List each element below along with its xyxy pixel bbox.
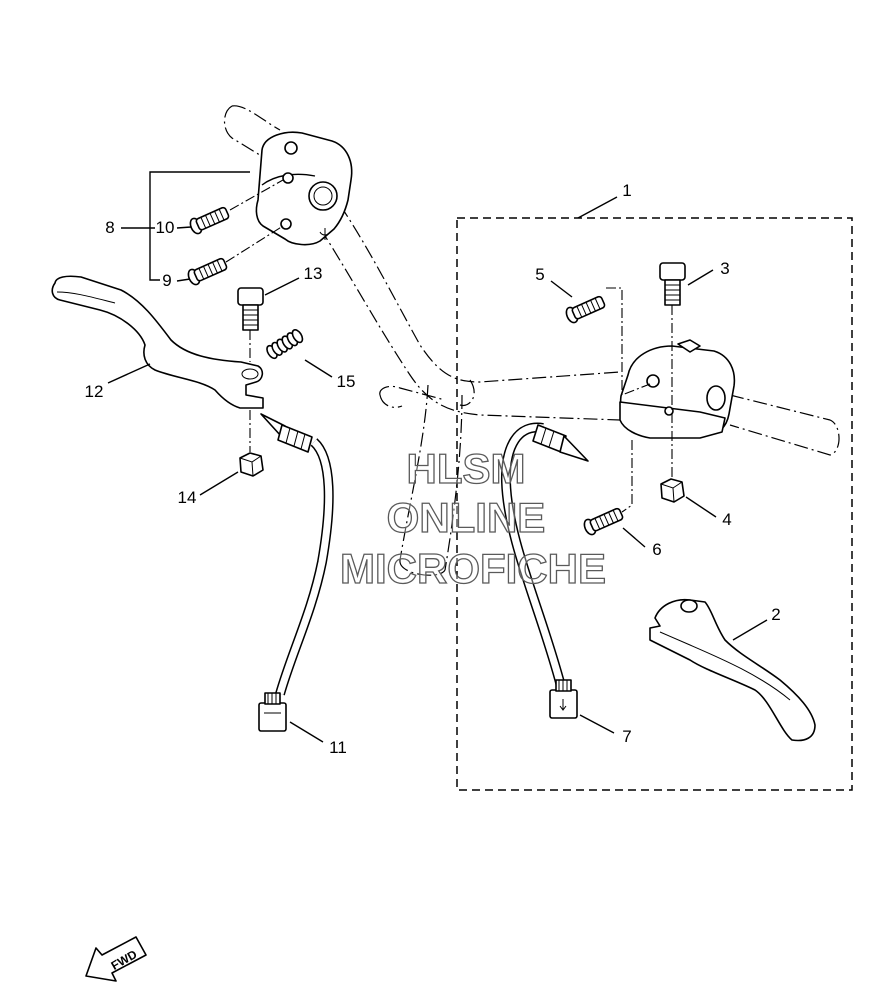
callout-13: 13 — [304, 264, 323, 283]
bolt-3 — [659, 262, 686, 306]
assembly-centerlines — [225, 179, 673, 513]
screw-9 — [187, 257, 228, 286]
watermark-line-1: HLSM — [407, 445, 526, 492]
callout-9: 9 — [162, 271, 171, 290]
leader-lines — [107, 196, 768, 743]
connector-11 — [258, 692, 287, 732]
callout-10: 10 — [156, 218, 175, 237]
nut-4 — [660, 478, 685, 503]
brake-lever — [649, 598, 816, 742]
clutch-lever — [51, 275, 264, 409]
brake-switch-cable — [500, 422, 589, 692]
callout-2: 2 — [771, 605, 780, 624]
callout-14: 14 — [178, 488, 197, 507]
callout-11: 11 — [329, 738, 347, 757]
screw-10 — [189, 206, 230, 235]
connector-7 — [549, 679, 578, 719]
left-switch-housing — [255, 131, 353, 246]
screw-6 — [583, 507, 624, 536]
callout-3: 3 — [720, 259, 729, 278]
bracket-8 — [149, 171, 250, 281]
watermark: HLSM ONLINE MICROFICHE — [339, 444, 606, 592]
callout-4: 4 — [722, 510, 731, 529]
callout-6: 6 — [652, 540, 661, 559]
forward-arrow-icon: FWD — [85, 936, 147, 982]
spring-15 — [266, 328, 304, 360]
callout-7: 7 — [622, 727, 631, 746]
callout-8: 8 — [105, 218, 114, 237]
clutch-switch-cable — [260, 413, 334, 696]
watermark-line-2: ONLINE — [387, 494, 546, 541]
watermark-line-3: MICROFICHE — [340, 545, 606, 592]
bolt-13 — [237, 287, 264, 331]
callout-5: 5 — [535, 265, 544, 284]
screw-5 — [565, 295, 606, 324]
callout-15: 15 — [337, 372, 356, 391]
callout-1: 1 — [622, 181, 631, 200]
nut-14 — [239, 452, 264, 477]
callout-12: 12 — [85, 382, 104, 401]
handlebar-phantom — [223, 105, 840, 456]
assembly-boundary — [456, 217, 853, 791]
